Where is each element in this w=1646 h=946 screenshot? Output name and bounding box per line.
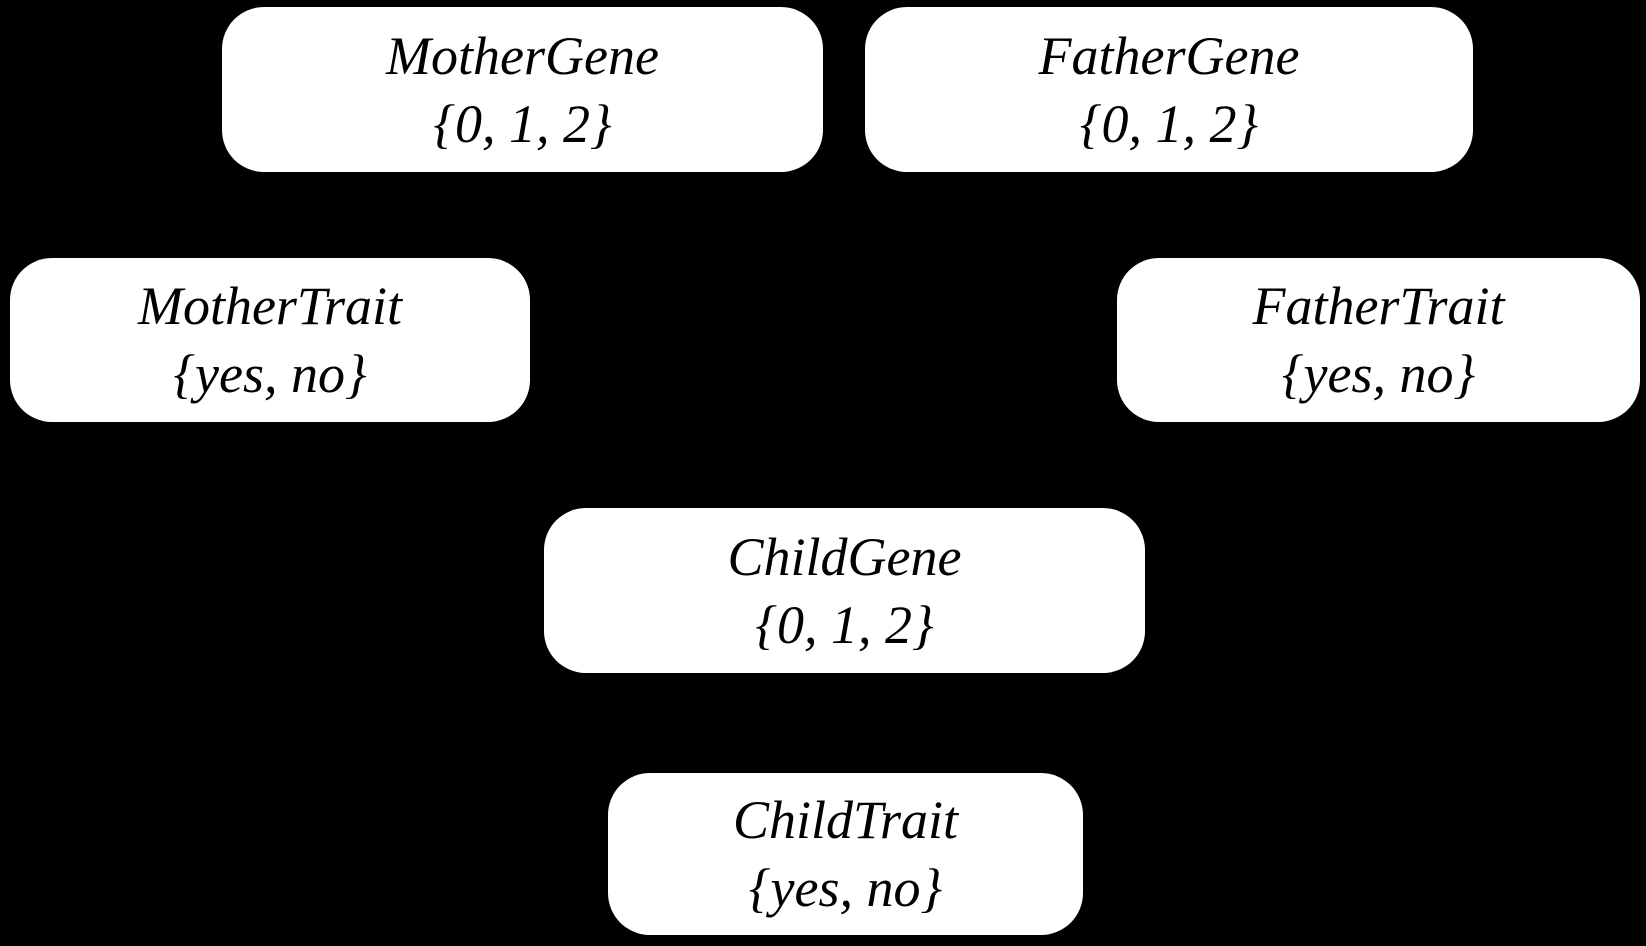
node-father-gene-label: FatherGene: [1038, 25, 1300, 86]
node-child-gene[interactable]: ChildGene {0, 1, 2}: [544, 508, 1145, 673]
node-mother-gene-label: MotherGene: [386, 25, 659, 86]
node-child-trait[interactable]: ChildTrait {yes, no}: [608, 773, 1083, 935]
node-mother-gene-domain: {0, 1, 2}: [433, 93, 612, 154]
node-father-gene-domain: {0, 1, 2}: [1079, 93, 1259, 154]
node-child-gene-domain: {0, 1, 2}: [755, 594, 934, 655]
node-mother-trait-label: MotherTrait: [137, 276, 403, 336]
node-child-trait-label: ChildTrait: [732, 790, 959, 850]
node-child-gene-label: ChildGene: [727, 526, 962, 587]
node-father-trait-label: FatherTrait: [1252, 276, 1505, 336]
node-father-trait[interactable]: FatherTrait {yes, no}: [1117, 258, 1640, 422]
node-father-gene[interactable]: FatherGene {0, 1, 2}: [865, 7, 1473, 172]
node-child-trait-domain: {yes, no}: [748, 858, 943, 918]
node-father-trait-domain: {yes, no}: [1281, 344, 1476, 404]
node-mother-trait[interactable]: MotherTrait {yes, no}: [10, 258, 530, 422]
node-mother-trait-domain: {yes, no}: [173, 344, 367, 404]
node-mother-gene[interactable]: MotherGene {0, 1, 2}: [222, 7, 823, 172]
